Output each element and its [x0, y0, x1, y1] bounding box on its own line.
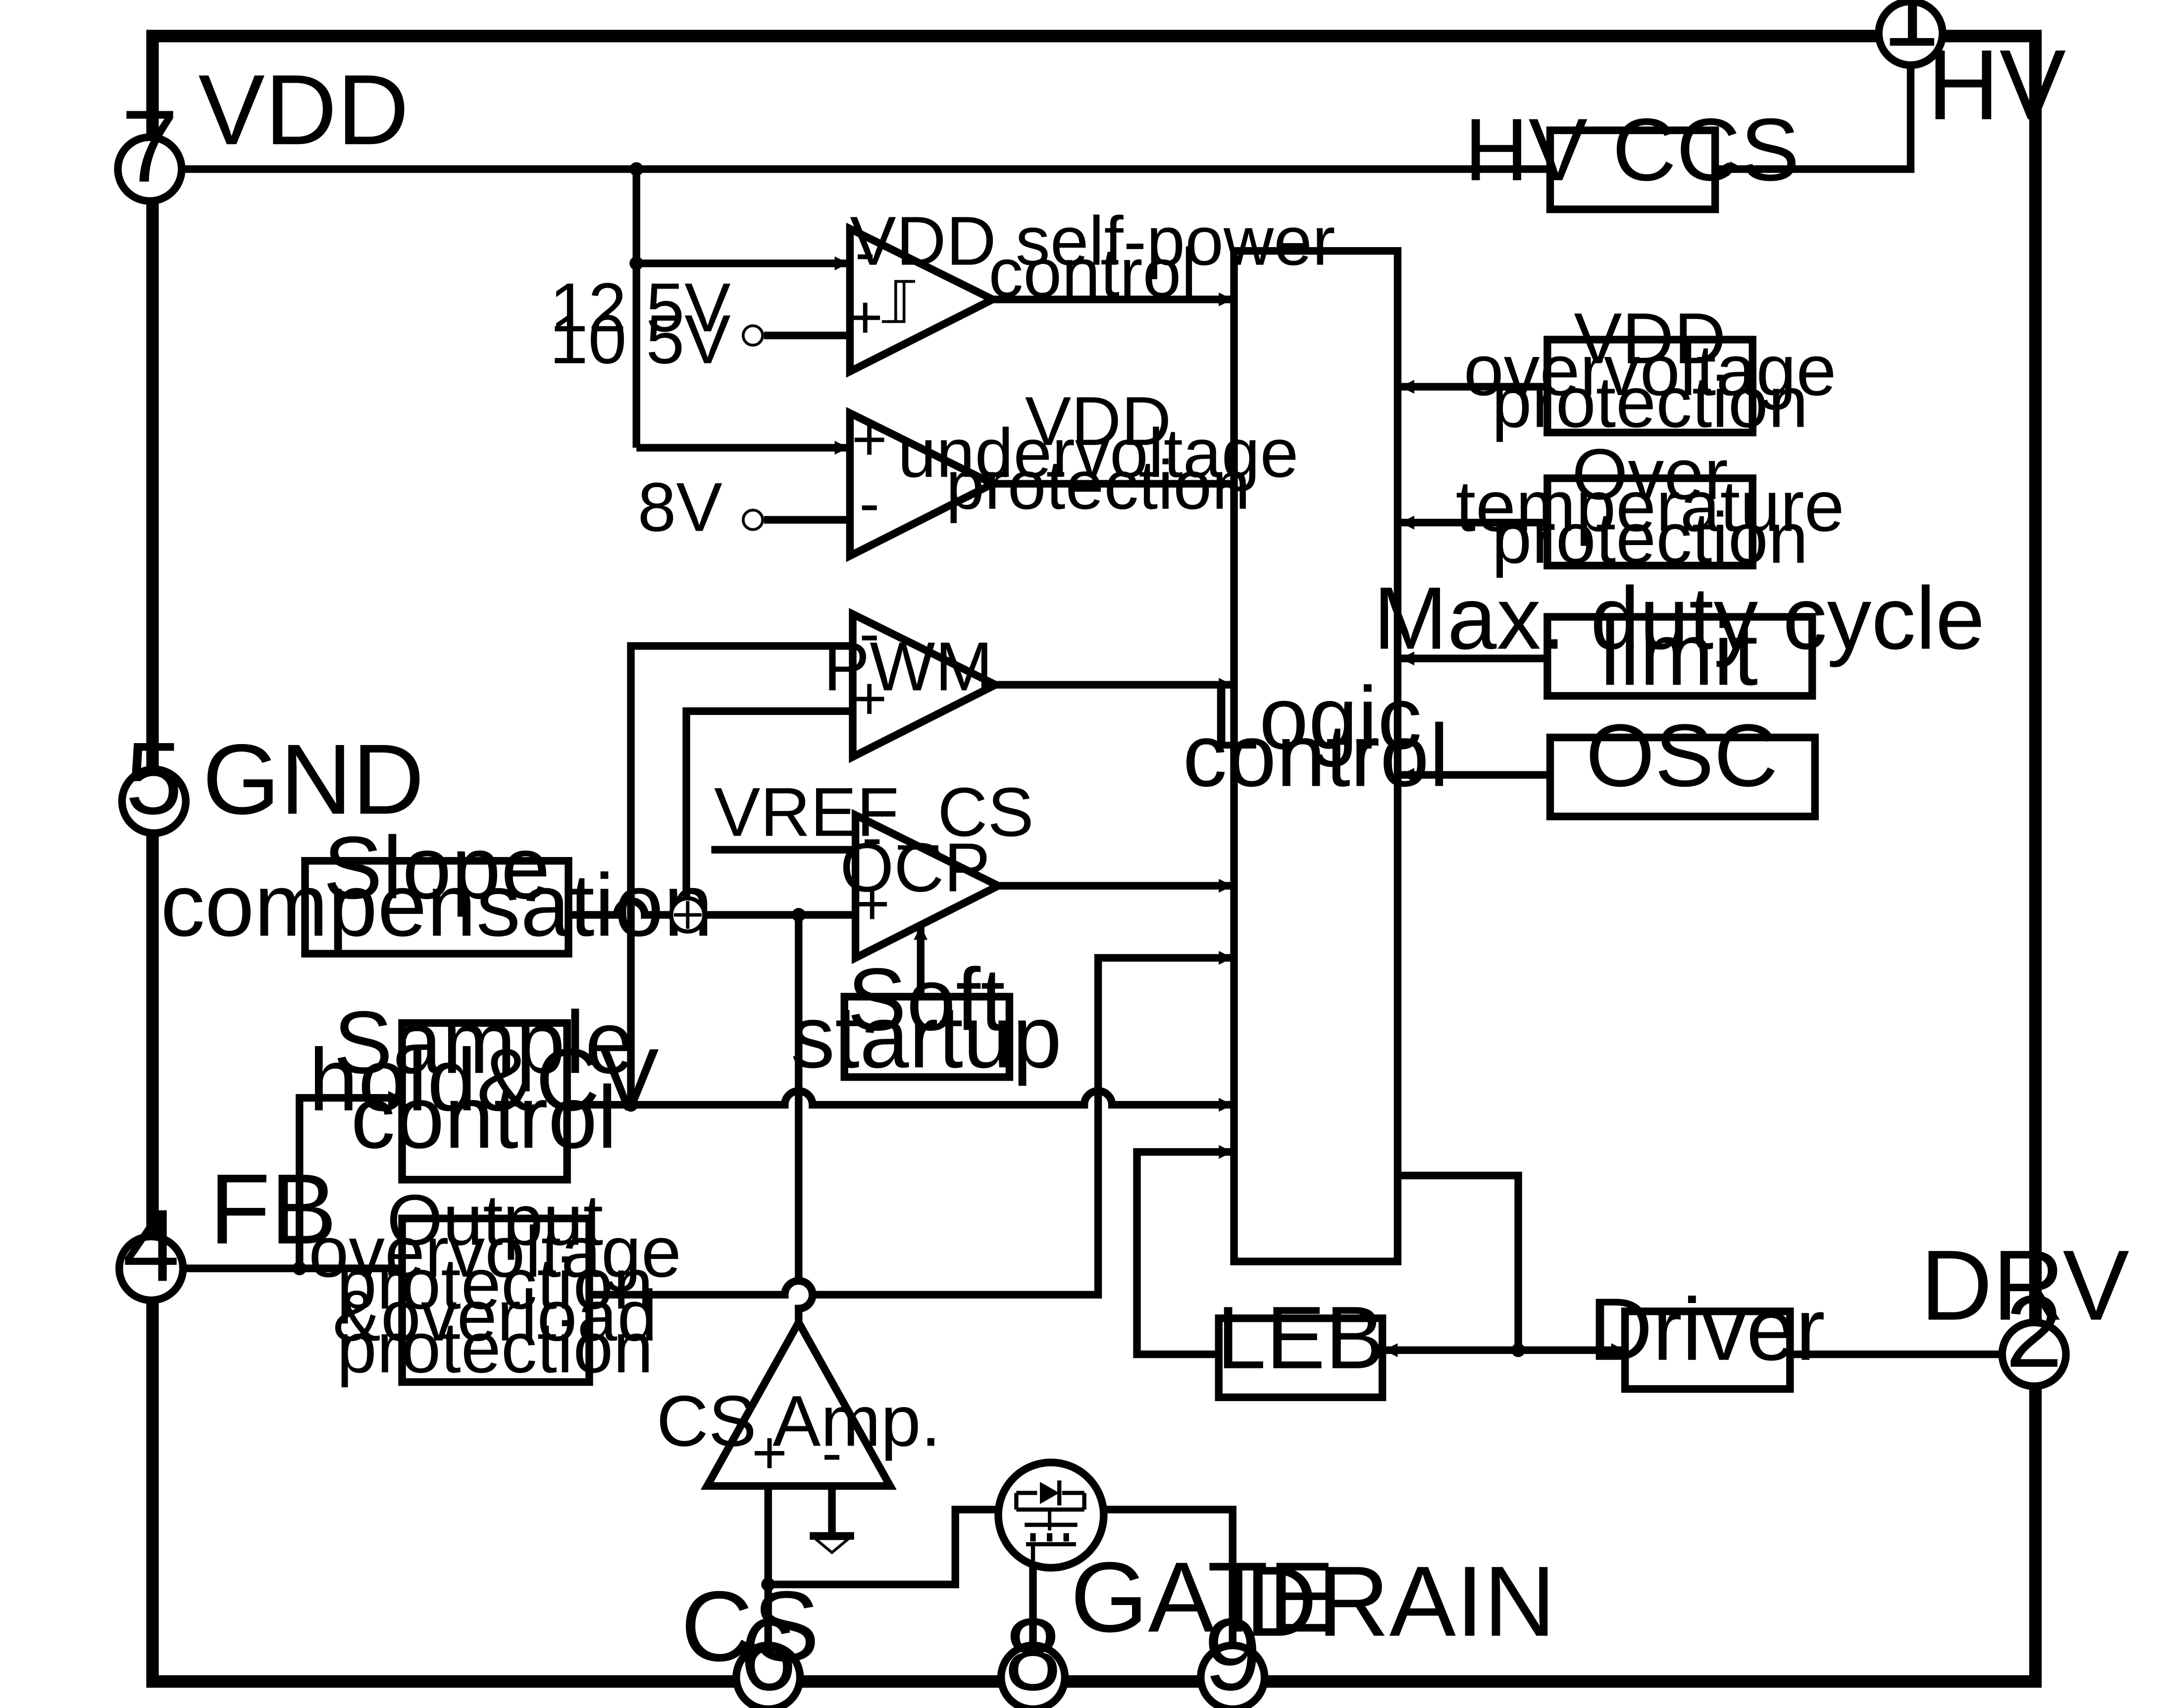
ocp-plus: +	[854, 870, 890, 938]
pin-4-label: FB	[209, 1153, 337, 1265]
ocp-comparator: OCP - +	[840, 803, 1007, 964]
pin-5-number: 5	[125, 721, 182, 836]
vdd-uvp-comparator: + -	[846, 405, 1002, 562]
vdd-ovp-block: VDD overvoltage protection	[1464, 298, 1837, 443]
pin-8-label: GATE	[1071, 1541, 1335, 1653]
pin-2-label: DRV	[1920, 1229, 2129, 1341]
pin-1-hv: 1 HV	[1875, 0, 2066, 141]
sample-hold-line-3: control	[351, 1067, 617, 1166]
vdd-uvp-label-1: VDD	[1025, 382, 1172, 460]
mosfet-symbol	[994, 1458, 1108, 1572]
output-ovp-line-5: protection	[337, 1307, 653, 1388]
pin-1-number: 1	[1882, 0, 1939, 67]
sample-hold-line-2: hold&CV	[309, 1030, 659, 1129]
hv-ccs-block: HV CCS	[1464, 100, 1800, 213]
output-ovp-line-1: Output	[387, 1179, 603, 1260]
pin-7-label: VDD	[198, 53, 409, 165]
ref-terminal-12v	[741, 324, 764, 347]
slope-comp-block: Slope compensation	[160, 818, 713, 958]
pin-7-vdd: 7 VDD	[114, 53, 409, 205]
comp1-minus: -	[855, 218, 876, 287]
ref-12-5-label: 12.5V	[550, 268, 731, 346]
max-duty-line-1: Max. duty cycle	[1373, 568, 1985, 667]
osc-block: OSC	[1546, 706, 1819, 820]
max-duty-line-2: limit	[1600, 604, 1758, 703]
pin-4-fb: 4 FB	[115, 1153, 337, 1305]
vdd-ovp-line-1: VDD	[1574, 298, 1726, 379]
soft-startup-line-2: startup	[790, 987, 1062, 1086]
logic-control-line-2: control	[1183, 706, 1449, 805]
slope-comp-line-2: compensation	[160, 855, 713, 954]
pin-8-number: 8	[1004, 1597, 1061, 1708]
pwm-plus: +	[852, 664, 887, 733]
leb-label: LEB	[1217, 1288, 1385, 1387]
pin-6-number: 6	[740, 1597, 797, 1708]
ocp-label: OCP	[840, 828, 990, 906]
ref-terminal-8v	[741, 508, 764, 531]
pwm-minus: -	[859, 600, 879, 668]
logic-control-line-1: Logic	[1210, 668, 1422, 767]
otp-line-3: protection	[1492, 498, 1808, 578]
pin-2-number: 2	[2006, 1274, 2062, 1389]
cs-amplifier: CS Amp. + -	[657, 1314, 941, 1490]
soft-startup-block: Soft startup	[790, 950, 1062, 1086]
comp1-plus: +	[847, 283, 883, 352]
vdd-uvp-label-2: undervoltage	[898, 414, 1299, 492]
pin-9-label: DRAIN	[1245, 1545, 1555, 1657]
max-duty-block: Max. duty cycle limit	[1373, 568, 1985, 703]
otp-line-2: temperature	[1456, 465, 1845, 546]
driver-label: Driver	[1589, 1280, 1825, 1379]
wiring	[183, 65, 2004, 1647]
pwm-comparator: PWM - +	[824, 600, 1004, 763]
slope-comp-line-1: Slope	[323, 818, 550, 917]
sample-hold-line-1: Sample	[333, 993, 634, 1092]
vdd-ovp-line-2: overvoltage	[1464, 330, 1837, 410]
vdd-self-power-comparator: - +	[846, 218, 1002, 378]
ref-10-5-label: 10.5V	[550, 301, 731, 378]
pin-6-cs: 6 CS	[681, 1570, 820, 1708]
hv-ccs-label: HV CCS	[1464, 100, 1800, 199]
output-ovp-line-4: &overload	[333, 1275, 658, 1356]
otp-line-1: Over	[1572, 434, 1728, 514]
comp2-minus: -	[859, 469, 879, 537]
driver-block: Driver	[1589, 1280, 1825, 1393]
vref-cs-label: VREF_CS	[714, 773, 1034, 851]
summing-junction	[669, 896, 707, 934]
output-ovp-block: Output overvoltage protection &overload …	[309, 1179, 681, 1388]
vdd-uvp-label-3: protection	[946, 446, 1250, 524]
pin-5-label: GND	[203, 723, 424, 835]
leb-block: LEB	[1215, 1288, 1387, 1402]
pin-1-label: HV	[1927, 29, 2066, 141]
pin-7-number: 7	[121, 89, 178, 203]
cs-amp-plus: +	[752, 1418, 787, 1487]
vdd-self-power-label-2: control	[988, 234, 1196, 311]
junction-dots	[292, 162, 1525, 1592]
cs-amp-label: CS Amp.	[657, 1380, 941, 1461]
pin-9-drain: 9 DRAIN	[1197, 1545, 1556, 1708]
otp-block: Over temperature protection	[1456, 434, 1845, 578]
chip-outline	[146, 30, 2042, 1688]
cs-amp-minus: -	[822, 1418, 842, 1487]
vdd-ovp-line-3: protection	[1492, 361, 1808, 442]
pwm-label: PWM	[824, 627, 993, 705]
soft-startup-line-1: Soft	[847, 950, 1005, 1049]
pin-5-gnd: 5 GND	[118, 721, 424, 837]
pin-4-number: 4	[123, 1188, 180, 1303]
pin-8-gate: 8 GATE	[997, 1541, 1335, 1708]
sample-hold-block: Sample hold&CV control	[309, 993, 659, 1184]
osc-label: OSC	[1586, 706, 1778, 805]
pin-2-drv: 2 DRV	[1920, 1229, 2129, 1390]
ref-8v-label: 8V	[638, 468, 722, 546]
pin-9-number: 9	[1204, 1597, 1261, 1708]
vdd-self-power-label-1: VDD self-power	[850, 202, 1335, 280]
pin-6-label: CS	[681, 1570, 820, 1682]
logic-control-block: Logic control	[1183, 247, 1449, 1265]
output-ovp-line-2: overvoltage	[309, 1211, 681, 1292]
ocp-minus: -	[862, 803, 882, 871]
output-ovp-line-3: protection	[337, 1243, 653, 1324]
comp2-plus: +	[852, 405, 887, 474]
